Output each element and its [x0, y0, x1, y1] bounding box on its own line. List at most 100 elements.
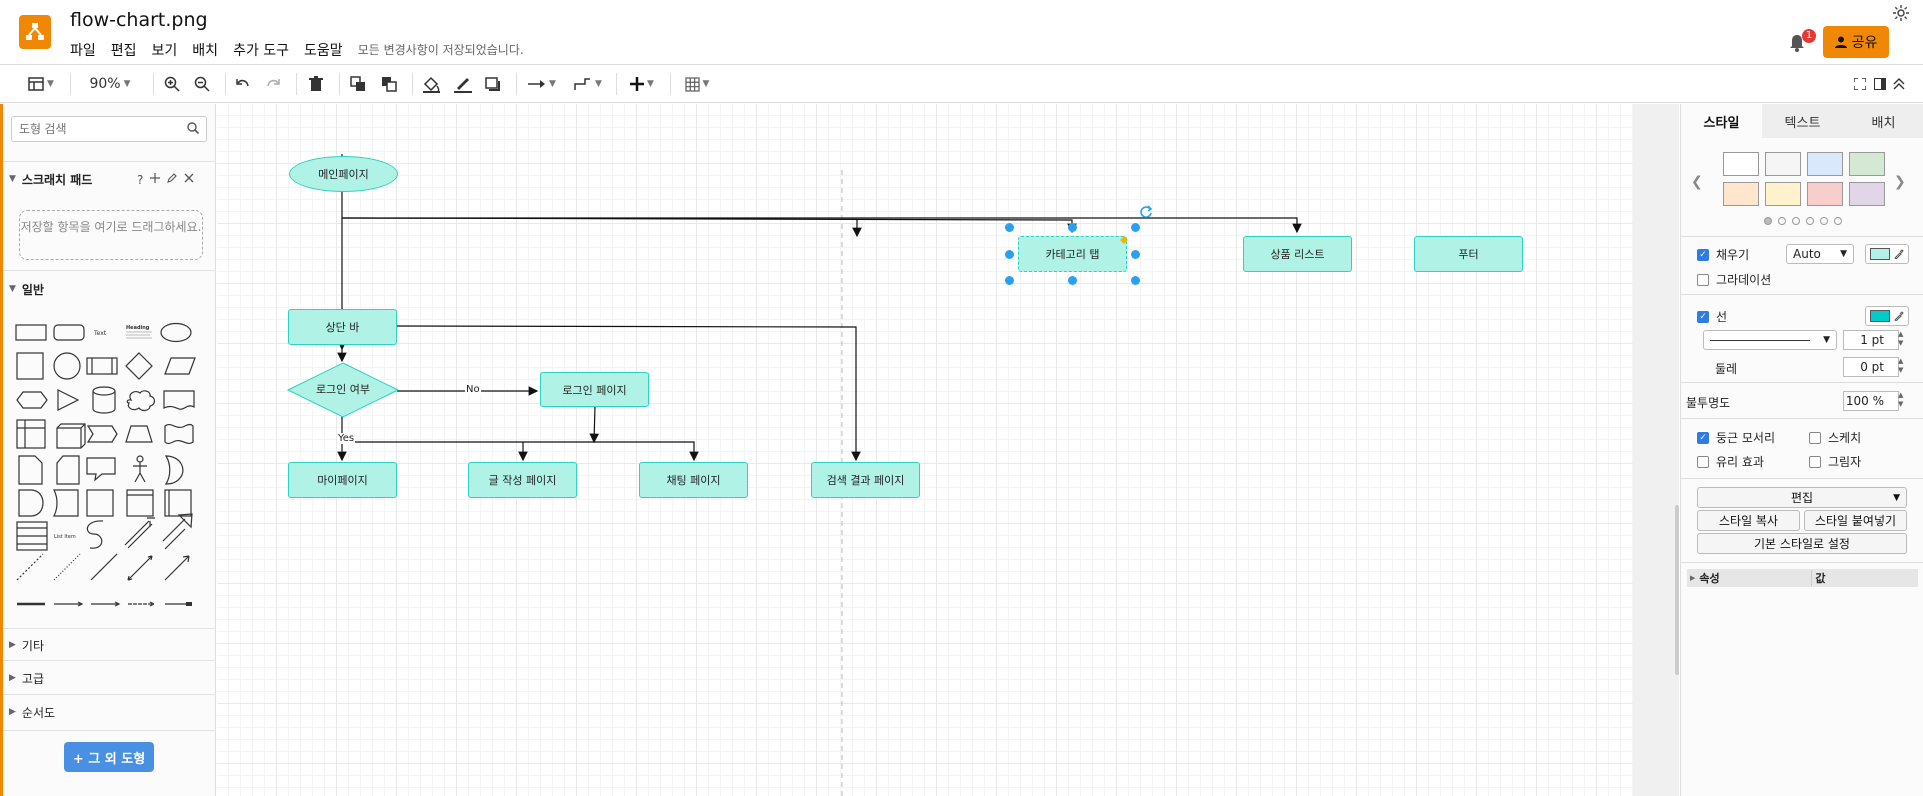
plus-icon[interactable]: [150, 173, 161, 183]
chevron-right-icon[interactable]: ❯: [1894, 174, 1906, 190]
corner-handle-icon[interactable]: [1120, 236, 1128, 244]
shape-heading[interactable]: Heading: [126, 325, 150, 331]
pager-dot[interactable]: [1820, 217, 1828, 225]
style-swatch[interactable]: [1723, 182, 1759, 206]
shape-tape[interactable]: [164, 423, 194, 445]
shape-note[interactable]: [18, 455, 43, 485]
shape-document[interactable]: [163, 390, 195, 410]
file-title[interactable]: flow-chart.png: [70, 9, 208, 31]
zoom-in-button[interactable]: [162, 73, 182, 95]
copy-style-button[interactable]: 스타일 복사: [1697, 510, 1800, 531]
tab-style[interactable]: 스타일: [1681, 104, 1762, 138]
line-pattern-select[interactable]: ▼: [1703, 330, 1837, 350]
shape-cube[interactable]: [56, 423, 86, 449]
perimeter-spinner[interactable]: ▲▼: [1898, 357, 1904, 374]
share-button[interactable]: 공유: [1823, 26, 1889, 58]
shadow-button[interactable]: [483, 73, 503, 95]
style-swatch[interactable]: [1765, 182, 1801, 206]
pager-dot[interactable]: [1834, 217, 1842, 225]
perimeter-input[interactable]: 0 pt: [1843, 357, 1899, 377]
shape-text[interactable]: Text: [93, 330, 107, 337]
menu-extras[interactable]: 추가 도구: [233, 43, 290, 59]
tab-arrange[interactable]: 배치: [1843, 104, 1923, 138]
shape-stored-data[interactable]: [53, 489, 79, 517]
menu-edit[interactable]: 편집: [110, 43, 137, 59]
shape-list-box[interactable]: [164, 489, 192, 517]
zoom-dropdown[interactable]: 90%▼: [89, 76, 131, 92]
style-swatch[interactable]: [1765, 152, 1801, 176]
fill-color-picker[interactable]: [1865, 244, 1909, 264]
shape-double-arrow[interactable]: [124, 517, 155, 549]
resize-handle-w[interactable]: [1005, 250, 1014, 259]
style-swatch[interactable]: [1807, 152, 1843, 176]
line-width-input[interactable]: 1 pt: [1843, 330, 1899, 350]
shape-circle[interactable]: [53, 352, 81, 380]
to-front-button[interactable]: [348, 73, 368, 95]
sketch-checkbox[interactable]: [1809, 431, 1821, 444]
paste-style-button[interactable]: 스타일 붙여넣기: [1804, 510, 1907, 531]
shape-list-item[interactable]: List Item: [54, 534, 76, 540]
resize-handle-n[interactable]: [1068, 223, 1077, 232]
shape-cloud[interactable]: [126, 390, 156, 412]
menu-view[interactable]: 보기: [151, 43, 178, 59]
shape-big-arrow[interactable]: [162, 513, 193, 550]
undo-button[interactable]: [233, 73, 253, 95]
shape-hexagon[interactable]: [16, 391, 48, 409]
shape-trapezoid[interactable]: [125, 425, 153, 443]
collapse-toolbar-button[interactable]: [1891, 73, 1907, 95]
shape-or[interactable]: [164, 455, 184, 485]
shape-cylinder[interactable]: [92, 386, 116, 414]
node-search-result[interactable]: 검색 결과 페이지: [811, 462, 920, 498]
style-swatch[interactable]: [1807, 182, 1843, 206]
connection-style-dropdown[interactable]: ▼: [525, 73, 559, 95]
node-footer[interactable]: 푸터: [1414, 236, 1523, 272]
shape-actor[interactable]: [133, 462, 147, 483]
node-top-bar[interactable]: 상단 바: [288, 309, 397, 345]
chevron-left-icon[interactable]: ❮: [1691, 174, 1703, 190]
resize-handle-ne[interactable]: [1131, 223, 1140, 232]
pager-dot[interactable]: [1806, 217, 1814, 225]
shape-delay[interactable]: [18, 489, 44, 517]
shadow-checkbox[interactable]: [1809, 455, 1821, 468]
pager-dot[interactable]: [1778, 217, 1786, 225]
scratchpad-dropzone[interactable]: 저장할 항목을 여기로 드래그하세요.: [19, 210, 203, 260]
line-checkbox[interactable]: ✓: [1697, 310, 1709, 323]
search-icon[interactable]: [187, 122, 199, 134]
table-dropdown[interactable]: ▼: [680, 73, 714, 95]
format-panel-button[interactable]: [1872, 73, 1888, 95]
node-chat-page[interactable]: 채팅 페이지: [639, 462, 748, 498]
shape-rounded-rectangle[interactable]: [53, 324, 85, 341]
node-mypage[interactable]: 마이페이지: [288, 462, 397, 498]
chevron-right-icon[interactable]: ▶: [1690, 574, 1696, 582]
resize-handle-se[interactable]: [1131, 276, 1140, 285]
pager-dot[interactable]: [1792, 217, 1800, 225]
waypoints-dropdown[interactable]: ▼: [570, 73, 606, 95]
resize-handle-nw[interactable]: [1005, 223, 1014, 232]
shape-dotted-line[interactable]: [53, 553, 81, 581]
style-swatch[interactable]: [1849, 182, 1885, 206]
style-swatch[interactable]: [1849, 152, 1885, 176]
more-shapes-button[interactable]: + 그 외 도형: [64, 742, 154, 772]
resize-handle-s[interactable]: [1068, 276, 1077, 285]
shape-search-input[interactable]: [11, 116, 207, 142]
line-width-spinner[interactable]: ▲▼: [1898, 330, 1904, 347]
node-write-page[interactable]: 글 작성 페이지: [468, 462, 577, 498]
advanced-header[interactable]: ▶고급: [0, 663, 216, 693]
edit-pencil-icon[interactable]: [167, 173, 178, 183]
notification-bell-icon[interactable]: [1787, 33, 1807, 53]
line-color-button[interactable]: [452, 73, 474, 95]
line-color-picker[interactable]: [1865, 306, 1909, 326]
menu-file[interactable]: 파일: [70, 43, 96, 59]
to-back-button[interactable]: [379, 73, 399, 95]
set-default-style-button[interactable]: 기본 스타일로 설정: [1697, 533, 1907, 554]
theme-sun-icon[interactable]: [1893, 5, 1909, 21]
rounded-checkbox[interactable]: ✓: [1697, 431, 1709, 444]
glass-checkbox[interactable]: [1697, 455, 1709, 468]
flowchart-header[interactable]: ▶순서도: [0, 697, 216, 727]
shape-bidirectional-arrow[interactable]: [127, 555, 153, 581]
general-header[interactable]: ▼일반: [0, 274, 216, 304]
scratchpad-header[interactable]: ▼스크래치 패드: [0, 164, 216, 194]
shape-connector-arrow[interactable]: [54, 601, 84, 607]
shape-step[interactable]: [86, 425, 118, 443]
shape-triangle[interactable]: [57, 389, 80, 411]
